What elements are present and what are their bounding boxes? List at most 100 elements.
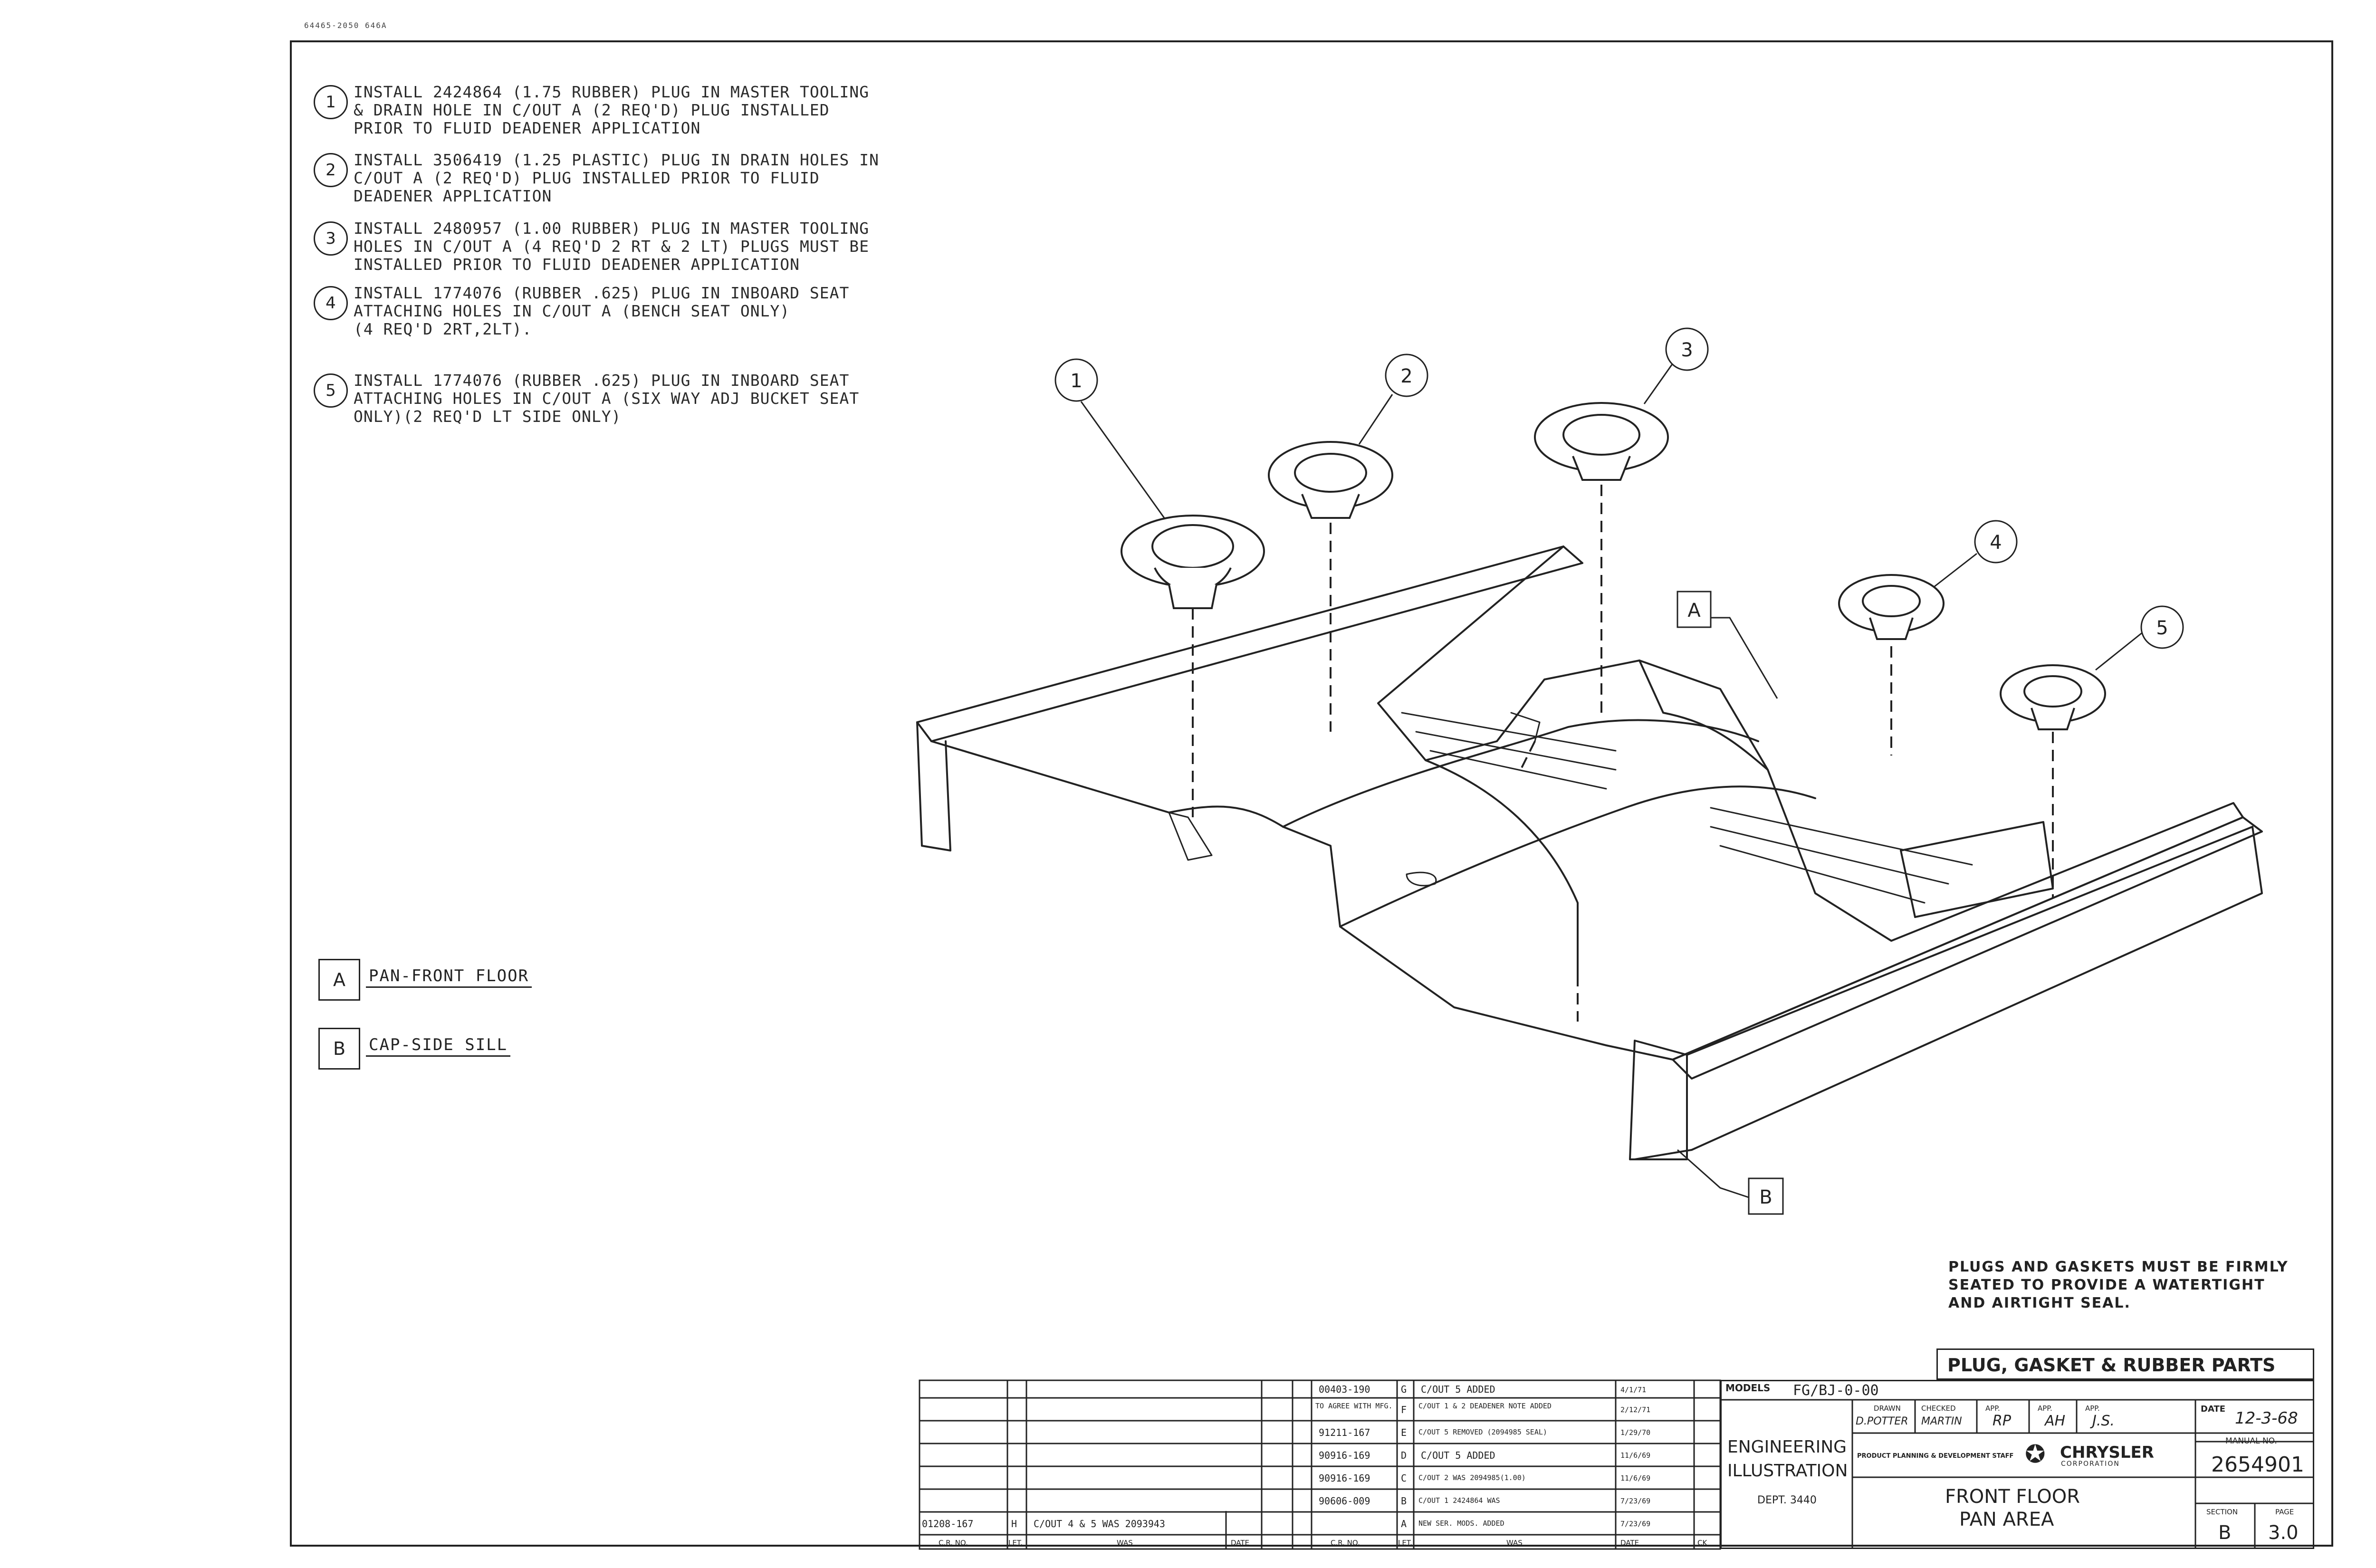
rev-cr: 90916-169 (1319, 1472, 1370, 1484)
rev-letter: E (1401, 1427, 1407, 1438)
company-name: CHRYSLER (2060, 1443, 2154, 1462)
callout-1-circle (1054, 358, 1098, 402)
app1-label: APP. (1985, 1404, 2000, 1413)
note-2: 2 INSTALL 3506419 (1.25 PLASTIC) PLUG IN… (314, 151, 969, 213)
callout-2-label: 2 (1400, 365, 1412, 387)
legend-key: A (318, 959, 360, 1001)
rev-cr: 91211-167 (1319, 1427, 1370, 1438)
note-text: INSTALL 2480957 (1.00 RUBBER) PLUG IN MA… (354, 219, 870, 274)
drawn-value: D.POTTER (1856, 1415, 1908, 1427)
dept-label: DEPT. 3440 (1757, 1494, 1817, 1506)
note-number: 4 (314, 286, 348, 320)
callout-2-circle (1385, 354, 1428, 397)
rev-date: 7/23/69 (1620, 1497, 1651, 1505)
left-header-letter: LET. (1008, 1539, 1023, 1547)
page-value: 3.0 (2268, 1522, 2299, 1544)
callout-b-box (1748, 1177, 1784, 1215)
title-block-grid (1720, 1399, 2314, 1549)
plug-3-icon (1534, 402, 1669, 481)
rev-cr: 00403-190 (1319, 1384, 1370, 1395)
callout-4-label: 4 (1990, 532, 2002, 554)
note-3: 3 INSTALL 2480957 (1.00 RUBBER) PLUG IN … (314, 220, 969, 281)
left-header-was: WAS (1117, 1539, 1133, 1547)
drawing-title-line-1: FRONT FLOOR (1945, 1486, 2080, 1508)
rev-was: C/OUT 5 ADDED (1421, 1384, 1495, 1395)
rev-cr: TO AGREE WITH MFG. (1315, 1402, 1393, 1410)
rev-was: NEW SER. MODS. ADDED (1418, 1519, 1504, 1528)
rev-letter: D (1401, 1450, 1407, 1461)
seal-warning-note: PLUGS AND GASKETS MUST BE FIRMLY SEATED … (1948, 1258, 2309, 1312)
plug-5-icon (2000, 664, 2106, 730)
rev-date: 7/23/69 (1620, 1520, 1651, 1528)
section-label: SECTION (2206, 1508, 2238, 1516)
note-text: INSTALL 3506419 (1.25 PLASTIC) PLUG IN D… (354, 151, 879, 205)
legend-key: B (318, 1028, 360, 1070)
callout-1-label: 1 (1070, 370, 1082, 392)
section-value: B (2218, 1522, 2232, 1544)
rev-was: C/OUT 1 & 2 DEADENER NOTE ADDED (1418, 1402, 1552, 1410)
note-number: 3 (314, 221, 348, 256)
seal-warning-text: PLUGS AND GASKETS MUST BE FIRMLY SEATED … (1948, 1259, 2289, 1311)
callout-5-label: 5 (2156, 617, 2168, 639)
note-1: 1 INSTALL 2424864 (1.75 RUBBER) PLUG IN … (314, 83, 969, 145)
left-rev-was: C/OUT 4 & 5 WAS 2093943 (1034, 1518, 1165, 1530)
checked-value: MARTIN (1921, 1415, 1962, 1427)
callout-a-label: A (1687, 600, 1701, 621)
rev-was: C/OUT 2 WAS 2094985(1.00) (1418, 1473, 1526, 1482)
callout-a-box (1677, 591, 1712, 628)
company-sub: CORPORATION (2061, 1460, 2120, 1468)
manual-value: 2654901 (2211, 1453, 2304, 1477)
checked-label: CHECKED (1921, 1404, 1956, 1413)
plug-2-icon (1268, 441, 1393, 519)
plug-1-icon (1121, 515, 1265, 609)
header-letter: LET. (1398, 1539, 1412, 1547)
callout-4-circle (1974, 520, 2018, 564)
note-4: 4 INSTALL 1774076 (RUBBER .625) PLUG IN … (314, 284, 969, 346)
left-header-cr: C.R. NO. (939, 1539, 968, 1547)
rev-cr: 90916-169 (1319, 1450, 1370, 1461)
left-rev-cr: 01208-167 (922, 1518, 974, 1530)
callout-3-circle (1665, 327, 1709, 371)
app2-value: AH (2045, 1413, 2066, 1429)
pentastar-icon: ✪ (2025, 1440, 2046, 1469)
staff-label: PRODUCT PLANNING & DEVELOPMENT STAFF (1857, 1453, 2014, 1460)
date-label: DATE (2201, 1404, 2226, 1414)
rev-letter: F (1401, 1404, 1407, 1415)
transmission-tunnel (1282, 719, 1759, 828)
manual-label: MANUAL NO. (2225, 1436, 2277, 1446)
rev-date: 4/1/71 (1620, 1386, 1647, 1394)
legend-label: PAN-FRONT FLOOR (366, 966, 532, 988)
app3-value: J.S. (2092, 1413, 2115, 1429)
legend-label: CAP-SIDE SILL (366, 1035, 511, 1057)
app1-value: RP (1993, 1413, 2011, 1429)
callout-b-label: B (1759, 1186, 1772, 1208)
side-sill-cap (1629, 1040, 1688, 1160)
rev-letter: G (1401, 1384, 1407, 1395)
note-number: 1 (314, 85, 348, 119)
rev-date: 11/6/69 (1620, 1451, 1651, 1460)
note-text: INSTALL 1774076 (RUBBER .625) PLUG IN IN… (354, 371, 860, 426)
left-side-rail (916, 545, 1583, 742)
drawing-title-line-2: PAN AREA (1959, 1509, 2054, 1530)
rev-was: C/OUT 5 REMOVED (2094985 SEAL) (1418, 1428, 1547, 1436)
rev-date: 11/6/69 (1620, 1474, 1651, 1482)
plug-4-icon (1838, 574, 1945, 640)
app3-label: APP. (2085, 1404, 2100, 1413)
note-number: 5 (314, 373, 348, 408)
left-header-date: DATE (1231, 1539, 1250, 1547)
engineering-label: ENGINEERING (1727, 1437, 1847, 1457)
illustration-label: ILLUSTRATION (1727, 1461, 1848, 1481)
left-rev-letter: H (1011, 1518, 1017, 1530)
rev-was: C/OUT 5 ADDED (1421, 1450, 1495, 1461)
rev-letter: A (1401, 1518, 1407, 1530)
rev-letter: B (1401, 1495, 1407, 1507)
date-value: 12-3-68 (2235, 1409, 2298, 1428)
category-title: PLUG, GASKET & RUBBER PARTS (1947, 1355, 2276, 1376)
note-5: 5 INSTALL 1774076 (RUBBER .625) PLUG IN … (314, 372, 969, 433)
title-block: MODELS FG/BJ-0-00 ENGINEERING ILLUSTRATI… (1720, 1380, 2314, 1549)
note-text: INSTALL 1774076 (RUBBER .625) PLUG IN IN… (354, 284, 850, 338)
header-stamp: 64465-2050 646A (304, 21, 387, 30)
